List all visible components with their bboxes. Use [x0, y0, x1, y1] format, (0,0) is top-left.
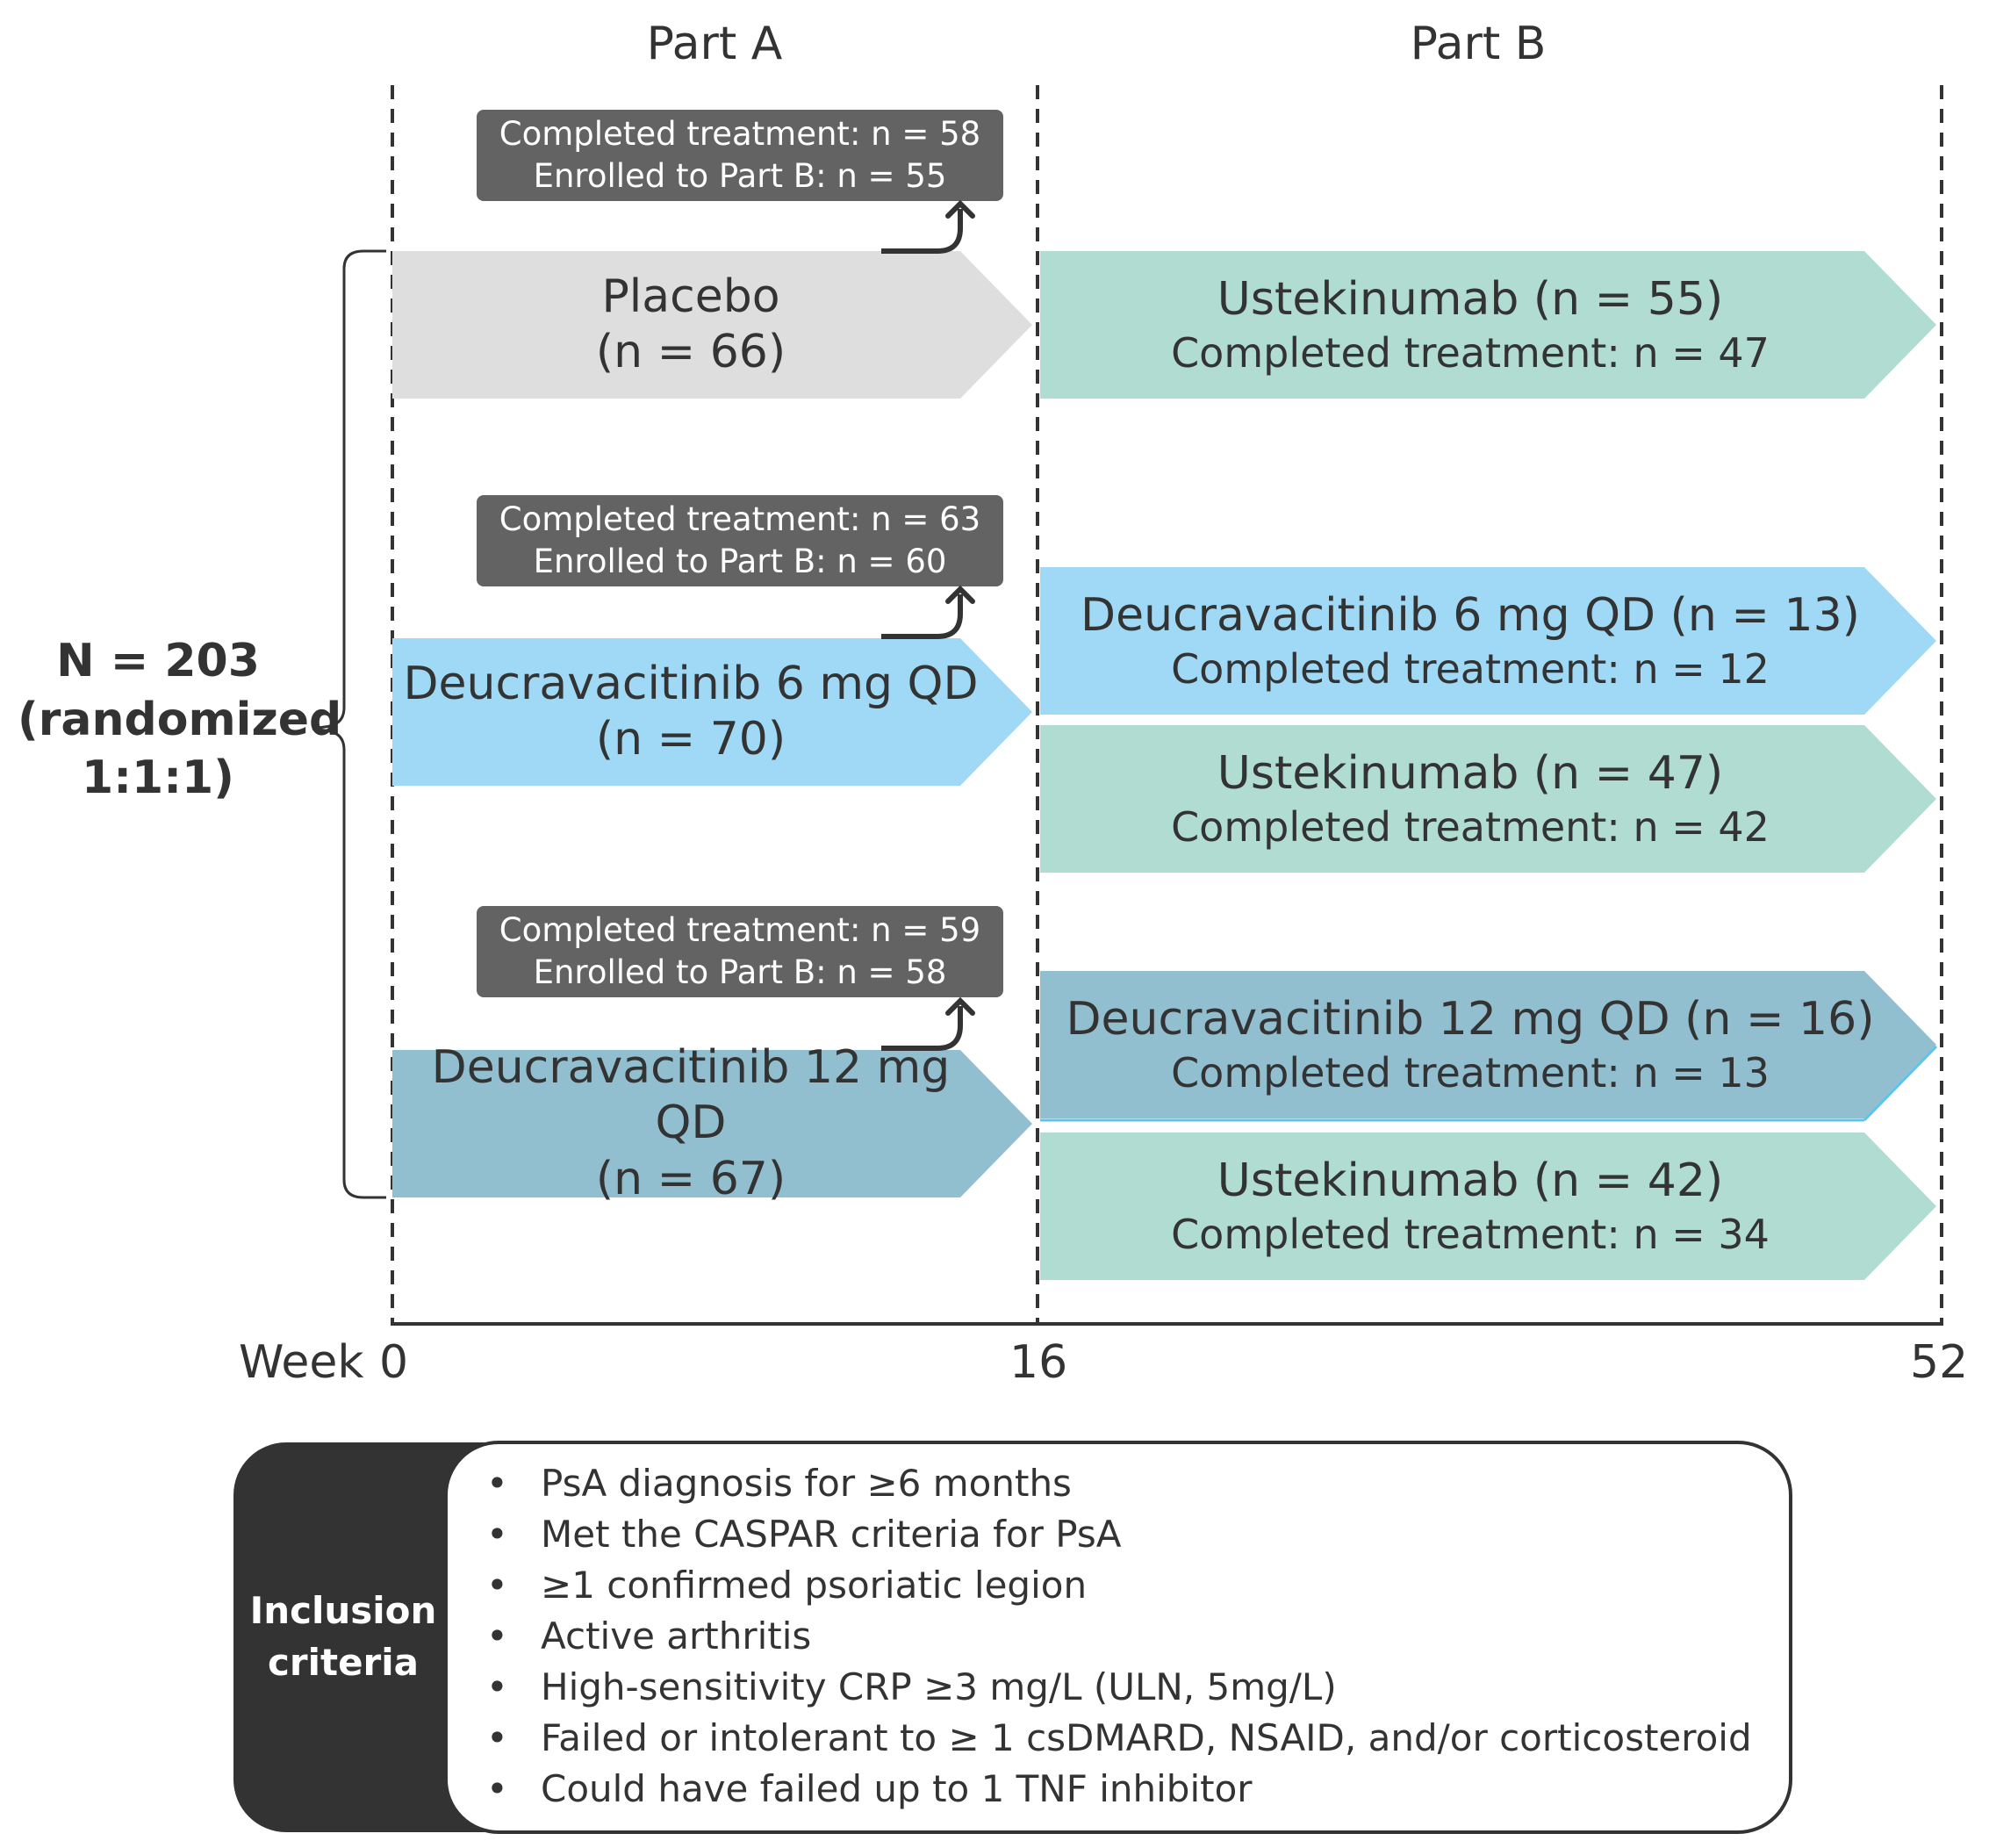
- inclusion-item-text: Could have failed up to 1 TNF inhibitor: [541, 1767, 1253, 1810]
- inclusion-item-text: Active arthritis: [541, 1614, 812, 1657]
- deu6-cont-arrow: [1040, 567, 1936, 715]
- ust-from-placebo-label: Ustekinumab (n = 55) Completed treatment…: [1040, 251, 1900, 399]
- deu12-cont-name: Deucravacitinib 12 mg QD (n = 16): [1066, 993, 1875, 1046]
- bullet-icon: •: [486, 1462, 508, 1505]
- deu12-completed: Completed treatment: n = 59: [499, 910, 981, 949]
- deu12-n: (n = 67): [595, 1152, 786, 1205]
- bullet-icon: •: [486, 1564, 508, 1607]
- randomization-brace: [312, 249, 386, 1199]
- ust-from-placebo-completed: Completed treatment: n = 47: [1171, 328, 1770, 377]
- deu6-enrolled: Enrolled to Part B: n = 60: [533, 543, 947, 580]
- deu12-arrow-label: Deucravacitinib 12 mg QD (n = 67): [392, 1041, 989, 1205]
- inclusion-item: • PsA diagnosis for ≥6 months: [479, 1458, 1752, 1509]
- ust-from-deu12-arrow: [1040, 1133, 1936, 1280]
- deu12-enrolled: Enrolled to Part B: n = 58: [533, 953, 947, 991]
- ust-from-deu12-name: Ustekinumab (n = 42): [1217, 1154, 1724, 1208]
- ust-from-placebo-arrow: [1040, 251, 1936, 399]
- inclusion-list-box: [444, 1441, 1792, 1834]
- ust-from-placebo-name: Ustekinumab (n = 55): [1217, 273, 1724, 327]
- deu12-cont-label: Deucravacitinib 12 mg QD (n = 16) Comple…: [1040, 971, 1900, 1118]
- deu12-cont-completed: Completed treatment: n = 13: [1171, 1048, 1770, 1097]
- inclusion-item-text: Failed or intolerant to ≥ 1 csDMARD, NSA…: [541, 1716, 1752, 1759]
- deu12-completion-box: Completed treatment: n = 59 Enrolled to …: [477, 906, 1003, 997]
- part-a-label: Part A: [646, 18, 783, 70]
- deu6-completed: Completed treatment: n = 63: [499, 500, 981, 538]
- inclusion-item: • Active arthritis: [479, 1611, 1752, 1662]
- inclusion-item: • ≥1 confirmed psoriatic legion: [479, 1560, 1752, 1611]
- placebo-arrow-label: Placebo (n = 66): [392, 251, 989, 399]
- placebo-enrolled: Enrolled to Part B: n = 55: [533, 157, 947, 195]
- ust-from-deu12-completed: Completed treatment: n = 34: [1171, 1210, 1770, 1258]
- ust-from-deu6-name: Ustekinumab (n = 47): [1217, 747, 1724, 801]
- placebo-completed: Completed treatment: n = 58: [499, 114, 981, 153]
- inclusion-item: • Failed or intolerant to ≥ 1 csDMARD, NS…: [479, 1713, 1752, 1764]
- inclusion-item: • Met the CASPAR criteria for PsA: [479, 1509, 1752, 1560]
- deu6-completion-box-bg: [477, 495, 1003, 586]
- part-b-label: Part B: [1410, 18, 1547, 70]
- bullet-icon: •: [486, 1665, 508, 1708]
- bullet-icon: •: [486, 1614, 508, 1657]
- inclusion-item-text: Met the CASPAR criteria for PsA: [541, 1513, 1122, 1556]
- week-tick-52: 52: [1910, 1336, 1969, 1389]
- deu12-cont-arrow-edge-tip: [1863, 1045, 1938, 1122]
- placebo-arrow: [392, 251, 1032, 399]
- deu6-cont-completed: Completed treatment: n = 12: [1171, 644, 1770, 693]
- deu12-completion-box-bg: [477, 906, 1003, 997]
- deu12-name: Deucravacitinib 12 mg QD: [431, 1040, 951, 1150]
- week-tick-0: 0: [379, 1336, 409, 1389]
- deu6-arrow: [392, 638, 1032, 786]
- deu12-cont-arrow: [1040, 971, 1936, 1118]
- bullet-icon: •: [486, 1513, 508, 1556]
- deu12-connector-arrow: [881, 996, 975, 1051]
- randomization-n: N = 203: [56, 635, 260, 687]
- randomization-label: N = 203 (randomized 1:1:1): [18, 632, 342, 808]
- placebo-connector-arrow: [881, 199, 975, 254]
- ust-from-deu6-label: Ustekinumab (n = 47) Completed treatment…: [1040, 725, 1900, 873]
- deu6-arrow-label: Deucravacitinib 6 mg QD (n = 70): [392, 638, 989, 786]
- deu6-name: Deucravacitinib 6 mg QD: [403, 657, 979, 710]
- bullet-icon: •: [486, 1767, 508, 1810]
- deu6-n: (n = 70): [595, 713, 786, 766]
- ust-from-deu12-label: Ustekinumab (n = 42) Completed treatment…: [1040, 1133, 1900, 1280]
- deu12-arrow: [392, 1050, 1032, 1197]
- inclusion-title-line2: criteria: [267, 1641, 420, 1684]
- inclusion-item-text: High-sensitivity CRP ≥3 mg/L (ULN, 5mg/L…: [541, 1665, 1337, 1708]
- placebo-name: Placebo: [601, 270, 780, 323]
- placebo-n: (n = 66): [595, 326, 786, 378]
- ust-from-deu6-arrow: [1040, 725, 1936, 873]
- bullet-icon: •: [486, 1716, 508, 1759]
- randomization-ratio-line2: 1:1:1): [82, 751, 234, 805]
- deu6-connector-arrow: [881, 585, 975, 639]
- week-tick-16: 16: [1009, 1336, 1068, 1389]
- placebo-completion-box: Completed treatment: n = 58 Enrolled to …: [477, 110, 1003, 201]
- inclusion-item: • High-sensitivity CRP ≥3 mg/L (ULN, 5mg/…: [479, 1662, 1752, 1713]
- inclusion-title-line1: Inclusion: [249, 1589, 437, 1633]
- inclusion-item: • Could have failed up to 1 TNF inhibitor: [479, 1764, 1752, 1815]
- deu6-completion-box: Completed treatment: n = 63 Enrolled to …: [477, 495, 1003, 586]
- inclusion-title: Inclusion criteria: [233, 1442, 453, 1832]
- inclusion-criteria-list: • PsA diagnosis for ≥6 months • Met the CA…: [479, 1458, 1752, 1815]
- ust-from-deu6-completed: Completed treatment: n = 42: [1171, 802, 1770, 851]
- placebo-completion-box-bg: [477, 110, 1003, 201]
- inclusion-item-text: ≥1 confirmed psoriatic legion: [541, 1564, 1088, 1607]
- week-axis-label: Week: [239, 1336, 364, 1389]
- inclusion-item-text: PsA diagnosis for ≥6 months: [541, 1462, 1072, 1505]
- randomization-ratio-line1: (randomized: [18, 693, 342, 746]
- deu6-cont-label: Deucravacitinib 6 mg QD (n = 13) Complet…: [1040, 567, 1900, 715]
- deu6-cont-name: Deucravacitinib 6 mg QD (n = 13): [1081, 589, 1860, 643]
